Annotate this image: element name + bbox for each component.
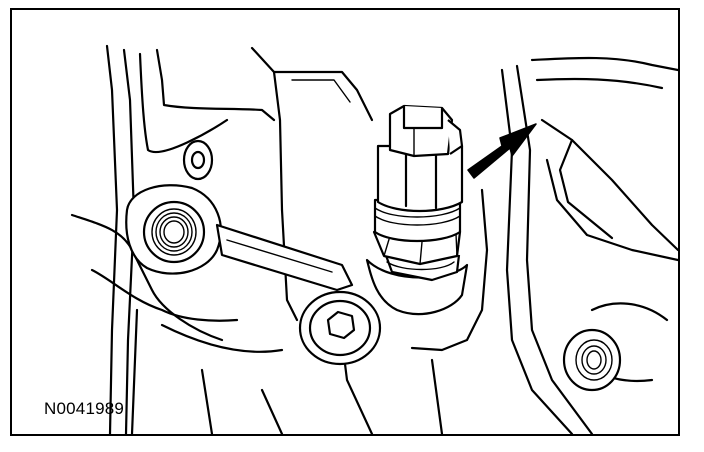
arrow-icon: [467, 123, 537, 179]
figure-id-label: N0041989: [44, 399, 125, 418]
rib-bracket: [215, 223, 354, 292]
figure-frame: N0041989: [10, 8, 680, 436]
mounting-hole: [182, 139, 214, 181]
sensor: [372, 104, 464, 271]
threaded-port: [125, 184, 222, 275]
engine-illustration: [70, 44, 678, 434]
hex-bolt: [298, 290, 382, 366]
threaded-hole-right: [562, 328, 622, 392]
